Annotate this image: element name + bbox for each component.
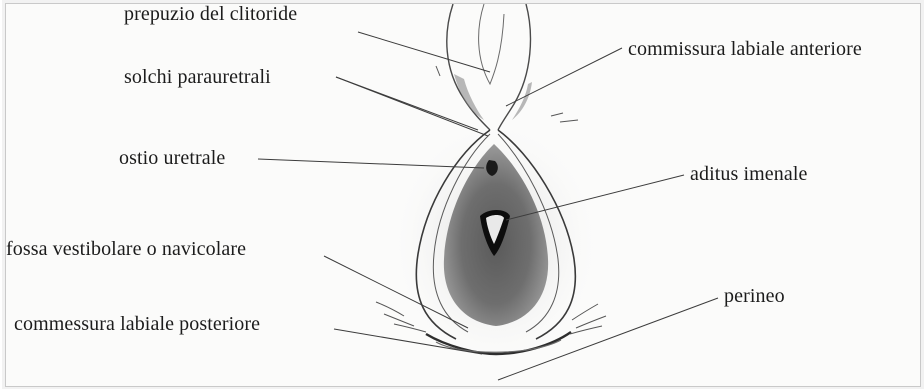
label-fossa: fossa vestibolare o navicolare	[6, 238, 246, 261]
label-solchi: solchi parauretrali	[124, 66, 271, 89]
label-ostio: ostio uretrale	[119, 147, 225, 170]
anatomy-figure: prepuzio del clitoride commissura labial…	[5, 3, 921, 387]
label-commissura-anteriore: commissura labiale anteriore	[628, 38, 862, 61]
clitoral-hood-right	[498, 4, 530, 130]
label-prepuzio: prepuzio del clitoride	[124, 3, 297, 26]
clitoral-hood-left	[447, 4, 490, 130]
hood-shadow-left	[454, 74, 484, 120]
clitoral-hood-inner	[479, 4, 504, 84]
leader-prepuzio	[358, 32, 490, 72]
label-commessura-posteriore: commessura labiale posteriore	[14, 313, 260, 336]
label-aditus: aditus imenale	[690, 163, 807, 186]
leader-commissura-anteriore	[506, 48, 622, 106]
label-perineo: perineo	[724, 285, 785, 308]
